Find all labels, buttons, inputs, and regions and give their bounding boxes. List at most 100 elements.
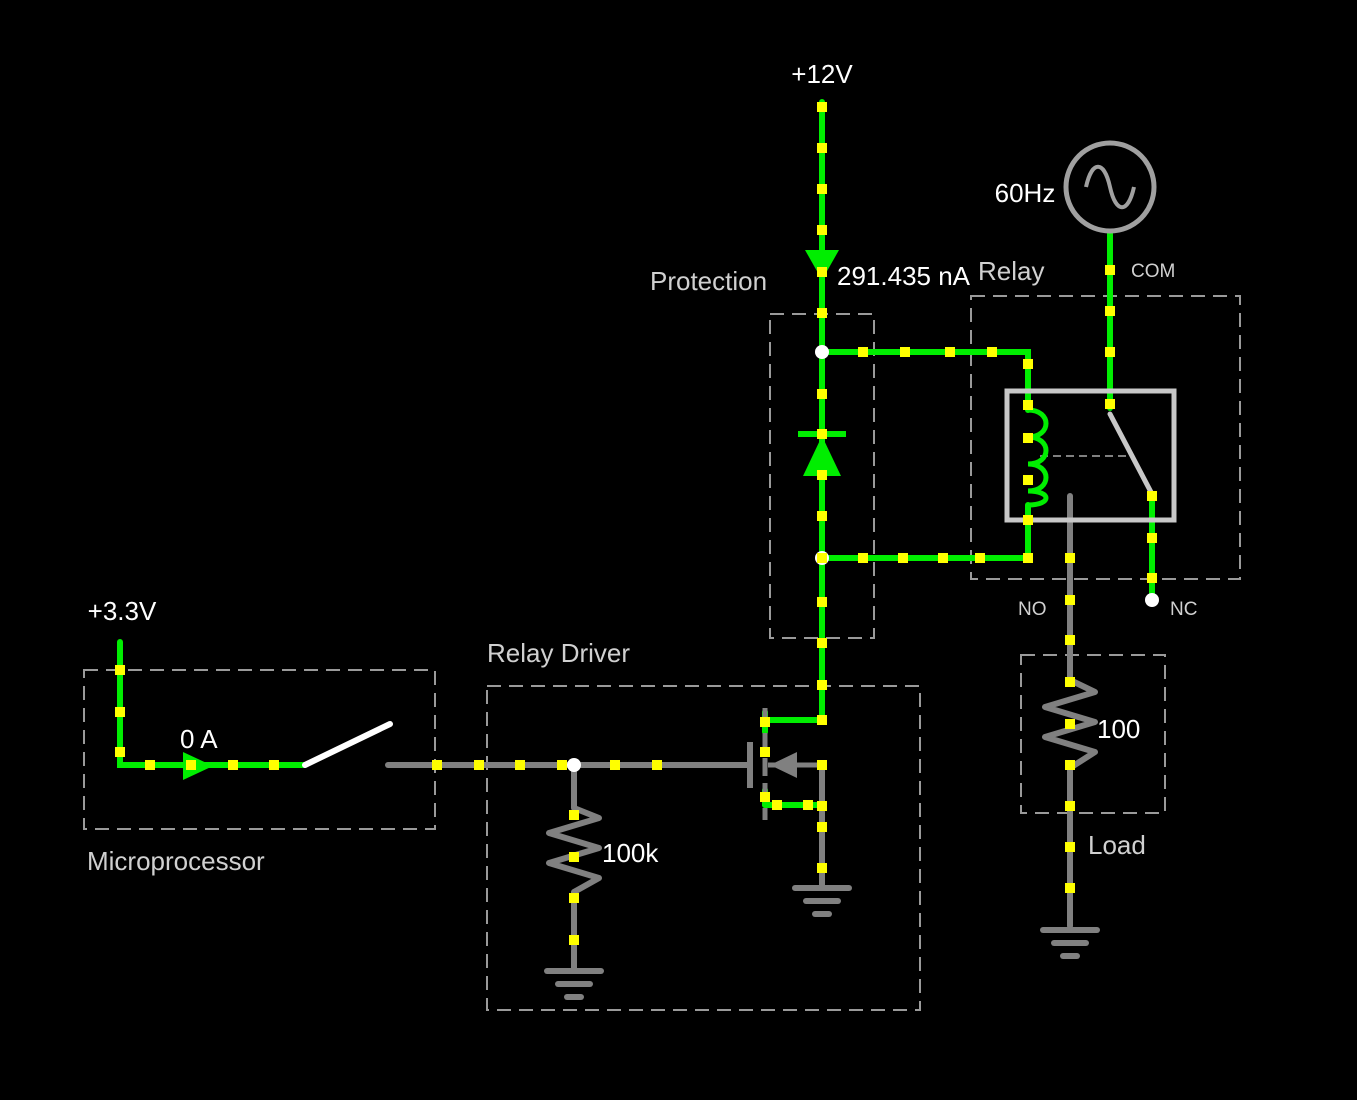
current-dot bbox=[817, 760, 827, 770]
current-dot bbox=[557, 760, 567, 770]
current-dots bbox=[115, 102, 1157, 945]
relay-nc-label: NC bbox=[1170, 599, 1197, 620]
relay-group-box bbox=[970, 295, 1241, 580]
current-dot bbox=[803, 800, 813, 810]
current-dot bbox=[1065, 842, 1075, 852]
current-dot bbox=[975, 553, 985, 563]
current-dot bbox=[817, 184, 827, 194]
current-dot bbox=[817, 597, 827, 607]
current-dot bbox=[945, 347, 955, 357]
current-dot bbox=[817, 822, 827, 832]
ground-icon bbox=[1040, 927, 1100, 959]
current-dot bbox=[1023, 400, 1033, 410]
current-dot bbox=[817, 863, 827, 873]
current-dot bbox=[569, 893, 579, 903]
supply-current-arrow-icon bbox=[805, 250, 839, 280]
load-resistor-icon bbox=[1042, 677, 1098, 771]
current-dot bbox=[1147, 573, 1157, 583]
current-dot bbox=[858, 553, 868, 563]
current-dot bbox=[474, 760, 484, 770]
current-dot bbox=[817, 225, 827, 235]
current-dot bbox=[817, 801, 827, 811]
n-mosfet-icon[interactable] bbox=[747, 708, 822, 820]
relay-contact-arm bbox=[1107, 411, 1155, 497]
current-dot bbox=[817, 511, 827, 521]
supply-current-readout: 291.435 nA bbox=[837, 261, 971, 291]
current-dot bbox=[1023, 553, 1033, 563]
current-dot bbox=[817, 470, 827, 480]
spst-switch-icon[interactable] bbox=[302, 721, 393, 768]
switch-current-readout: 0 A bbox=[180, 724, 218, 754]
current-dot bbox=[817, 429, 827, 439]
load-group-box bbox=[1020, 654, 1166, 814]
current-dot bbox=[228, 760, 238, 770]
current-dot bbox=[1065, 719, 1075, 729]
current-dot bbox=[1105, 306, 1115, 316]
vcc-3v3-label: +3.3V bbox=[88, 596, 157, 626]
current-dot bbox=[1065, 760, 1075, 770]
current-dot bbox=[1065, 553, 1075, 563]
current-dot bbox=[186, 760, 196, 770]
pulldown-resistor-icon bbox=[546, 805, 602, 895]
vcc-12v-label: +12V bbox=[791, 59, 853, 89]
current-dot bbox=[115, 747, 125, 757]
relay-no-label: NO bbox=[1018, 599, 1047, 620]
current-dot bbox=[760, 792, 770, 802]
current-dot bbox=[1023, 359, 1033, 369]
protection-group-label: Protection bbox=[650, 266, 767, 296]
current-dot bbox=[1023, 515, 1033, 525]
current-dot bbox=[569, 852, 579, 862]
current-dot bbox=[569, 810, 579, 820]
microprocessor-supply-wire bbox=[117, 639, 306, 768]
current-dot bbox=[515, 760, 525, 770]
relay-group-label: Relay bbox=[978, 256, 1044, 286]
current-dot bbox=[858, 347, 868, 357]
current-dot bbox=[1105, 265, 1115, 275]
nc-terminal-post bbox=[1145, 593, 1159, 607]
current-dot bbox=[817, 102, 827, 112]
current-dot bbox=[760, 717, 770, 727]
current-dot bbox=[772, 800, 782, 810]
current-dot bbox=[760, 747, 770, 757]
current-dot bbox=[817, 389, 827, 399]
relay-body[interactable] bbox=[1004, 388, 1177, 523]
current-dot bbox=[610, 760, 620, 770]
current-dot bbox=[569, 935, 579, 945]
current-dot bbox=[1065, 677, 1075, 687]
current-dot bbox=[817, 308, 827, 318]
current-dot bbox=[1065, 595, 1075, 605]
current-dot bbox=[1065, 801, 1075, 811]
current-dot bbox=[900, 347, 910, 357]
current-dot bbox=[1147, 491, 1157, 501]
ground-icon bbox=[792, 885, 852, 917]
relay-com-label: COM bbox=[1131, 261, 1175, 282]
current-dot bbox=[1147, 533, 1157, 543]
current-dot bbox=[1023, 475, 1033, 485]
sine-wave-source-icon[interactable] bbox=[1063, 140, 1157, 234]
junction-dot bbox=[567, 758, 581, 772]
current-dot bbox=[817, 143, 827, 153]
current-dot bbox=[938, 553, 948, 563]
ac-source-label: 60Hz bbox=[995, 178, 1056, 208]
relay-driver-group-box bbox=[486, 685, 921, 1011]
current-dot bbox=[817, 267, 827, 277]
current-dot bbox=[652, 760, 662, 770]
current-dot bbox=[817, 638, 827, 648]
gate-resistor-value: 100k bbox=[602, 838, 659, 868]
current-dot bbox=[115, 707, 125, 717]
coil-top-wire bbox=[819, 349, 1031, 413]
current-dot bbox=[432, 760, 442, 770]
inactive-wires bbox=[385, 493, 1073, 971]
microprocessor-group-label: Microprocessor bbox=[87, 846, 265, 876]
current-dot bbox=[1023, 433, 1033, 443]
current-dot bbox=[817, 680, 827, 690]
current-dot bbox=[1065, 883, 1075, 893]
relay-driver-group-label: Relay Driver bbox=[487, 638, 630, 668]
current-dot bbox=[817, 715, 827, 725]
current-dot bbox=[898, 553, 908, 563]
current-dot bbox=[1065, 635, 1075, 645]
ground-icon bbox=[544, 968, 604, 1000]
current-dot bbox=[817, 553, 827, 563]
switch-current-arrow-icon bbox=[183, 752, 213, 780]
